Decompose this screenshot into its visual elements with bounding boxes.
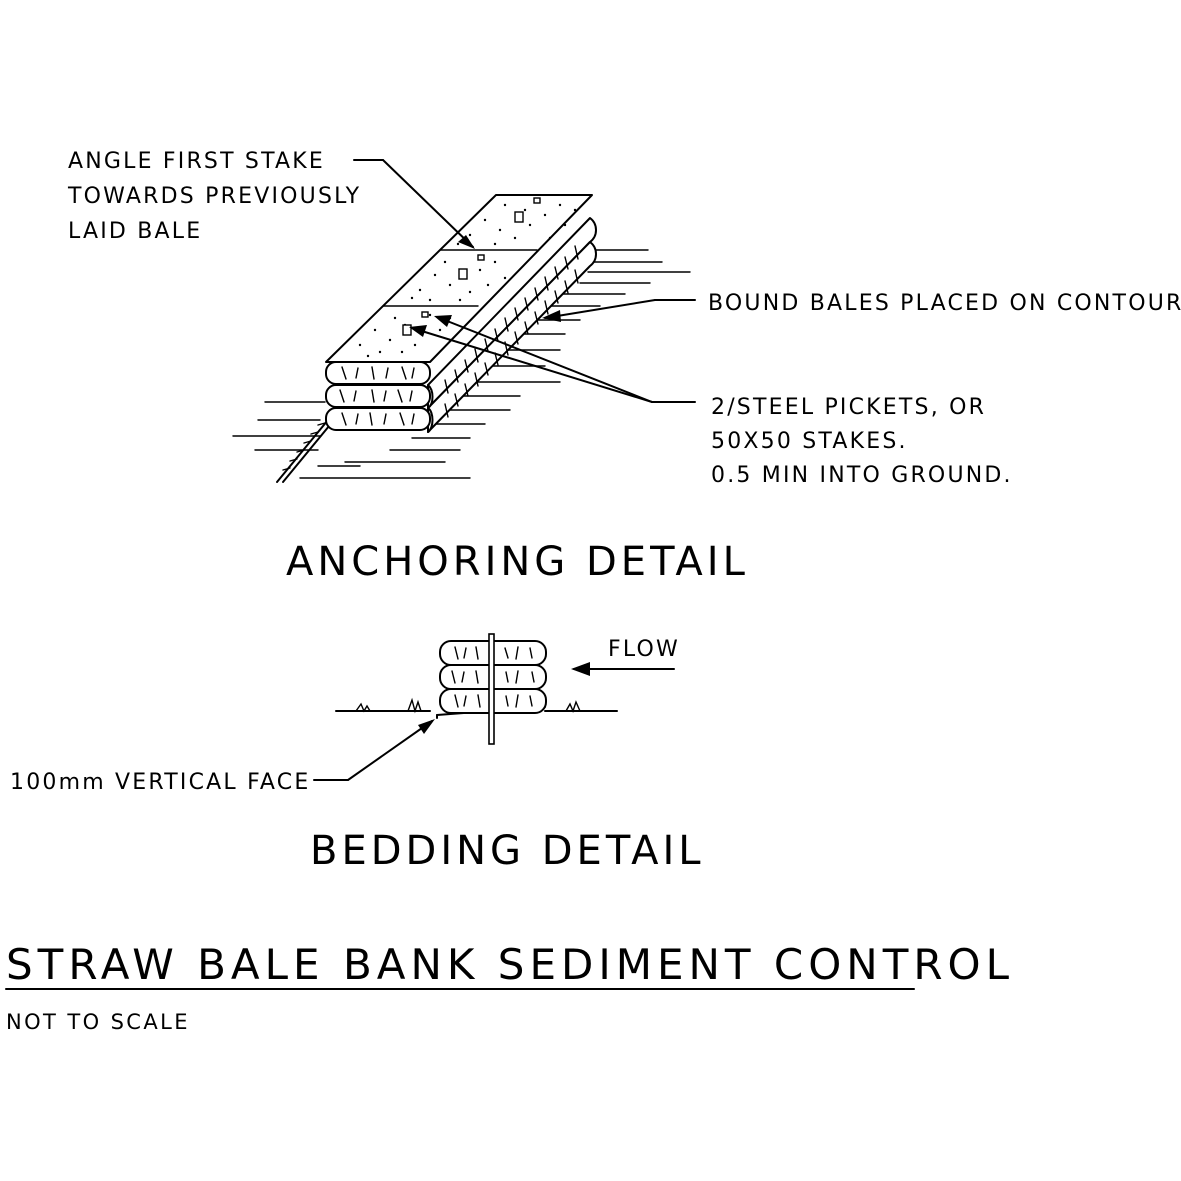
bale-front-ends [325, 361, 431, 431]
anchoring-leaders [353, 159, 696, 403]
angle-stake-line-1: ANGLE FIRST STAKE [68, 149, 325, 174]
bale-top-surface [325, 194, 593, 363]
angle-stake-line-3: LAID BALE [68, 219, 202, 244]
angle-stake-line-2: TOWARDS PREVIOUSLY [67, 184, 361, 209]
pickets-line-2: 50X50 STAKES. [711, 429, 908, 454]
scale-note: NOT TO SCALE [6, 1010, 190, 1034]
bale-side-faces [427, 217, 597, 433]
anchoring-detail-heading: ANCHORING DETAIL [286, 539, 749, 585]
title-block: STRAW BALE BANK SEDIMENT CONTROL NOT TO … [5, 940, 1014, 1034]
ground-hatch [232, 249, 691, 479]
pickets-line-1: 2/STEEL PICKETS, OR [711, 395, 986, 420]
bound-bales-label: BOUND BALES PLACED ON CONTOUR [708, 291, 1181, 316]
bedding-detail-heading: BEDDING DETAIL [310, 828, 705, 874]
slope-line [276, 419, 335, 483]
flow-label: FLOW [608, 637, 680, 662]
bedding-stake [488, 633, 495, 745]
vertical-face-label: 100mm VERTICAL FACE [10, 770, 310, 795]
anchoring-detail-figure: ANGLE FIRST STAKE TOWARDS PREVIOUSLY LAI… [67, 149, 1181, 585]
pickets-line-3: 0.5 MIN INTO GROUND. [711, 463, 1013, 488]
vertical-face-leader [313, 719, 435, 781]
drawing-title: STRAW BALE BANK SEDIMENT CONTROL [6, 940, 1014, 989]
bedding-detail-figure: FLOW 100mm VERTICAL FACE BEDDING DETAIL [10, 633, 705, 874]
flow-arrow [571, 662, 675, 676]
